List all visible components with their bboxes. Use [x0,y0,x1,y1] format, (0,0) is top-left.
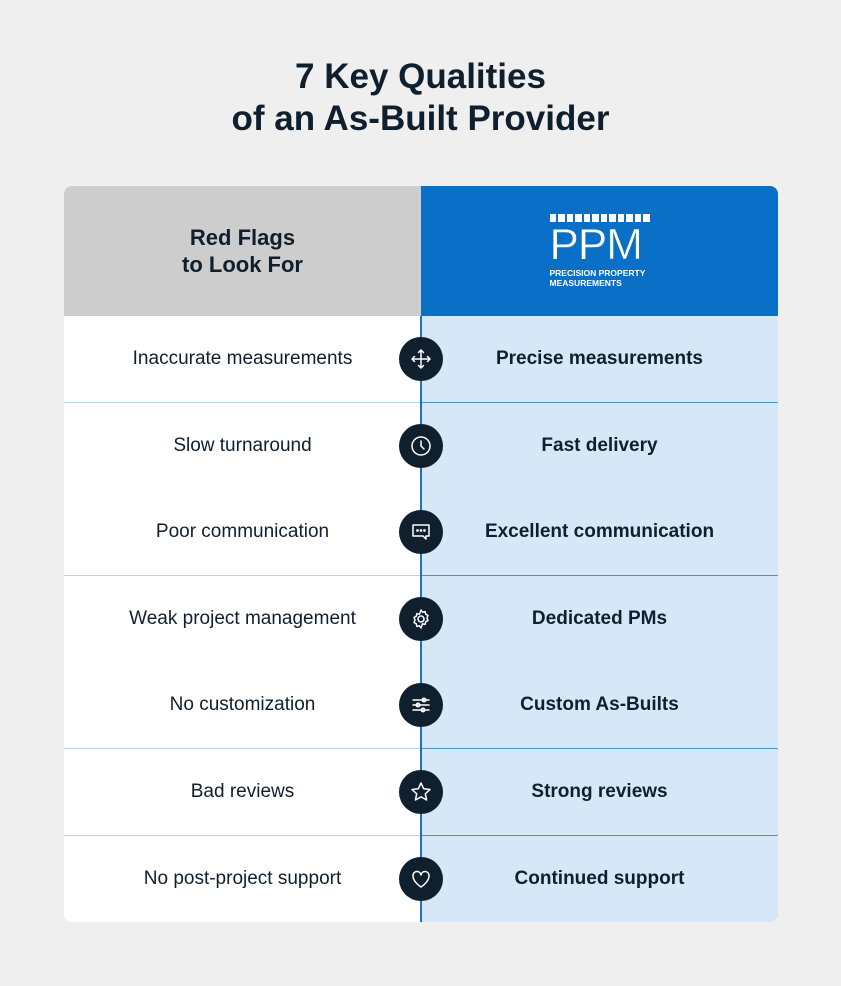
quality-cell: Precise measurements [421,316,778,403]
comparison-table: Red Flags to Look For PPM PRECISION PROP… [64,186,778,922]
table-row: No customization Custom As-Builts [64,662,778,750]
red-flag-cell: Bad reviews [64,749,421,836]
move-arrows-icon [399,337,443,381]
table-row: No post-project support Continued suppor… [64,835,778,922]
table-row: Bad reviews Strong reviews [64,749,778,836]
logo-subtitle: PRECISION PROPERTY MEASUREMENTS [549,268,646,288]
red-flag-cell: Inaccurate measurements [64,316,421,403]
red-flag-cell: No post-project support [64,835,421,922]
star-icon [399,770,443,814]
red-flag-cell: Slow turnaround [64,402,421,490]
quality-cell: Excellent communication [421,489,778,577]
quality-cell: Strong reviews [421,749,778,836]
ppm-header: PPM PRECISION PROPERTY MEASUREMENTS [421,186,778,316]
quality-cell: Fast delivery [421,402,778,490]
red-flag-cell: Weak project management [64,575,421,663]
clock-icon [399,423,443,468]
table-row: Weak project management Dedicated PMs [64,575,778,663]
title-line-1: 7 Key Qualities [295,57,546,96]
sliders-icon [399,683,443,728]
table-row: Poor communication Excellent communicati… [64,489,778,577]
red-flag-cell: Poor communication [64,489,421,577]
gear-icon [399,596,443,641]
heart-icon [399,856,443,901]
red-flags-header: Red Flags to Look For [64,186,421,316]
quality-cell: Continued support [421,835,778,922]
ppm-logo: PPM PRECISION PROPERTY MEASUREMENTS [549,214,650,288]
logo-wordmark: PPM [549,220,643,269]
quality-cell: Dedicated PMs [421,575,778,663]
red-flag-cell: No customization [64,662,421,750]
table-row: Inaccurate measurements Precise measurem… [64,316,778,403]
table-row: Slow turnaround Fast delivery [64,402,778,490]
quality-cell: Custom As-Builts [421,662,778,750]
title-line-2: of an As-Built Provider [231,99,610,138]
chat-bubble-icon [399,510,443,555]
